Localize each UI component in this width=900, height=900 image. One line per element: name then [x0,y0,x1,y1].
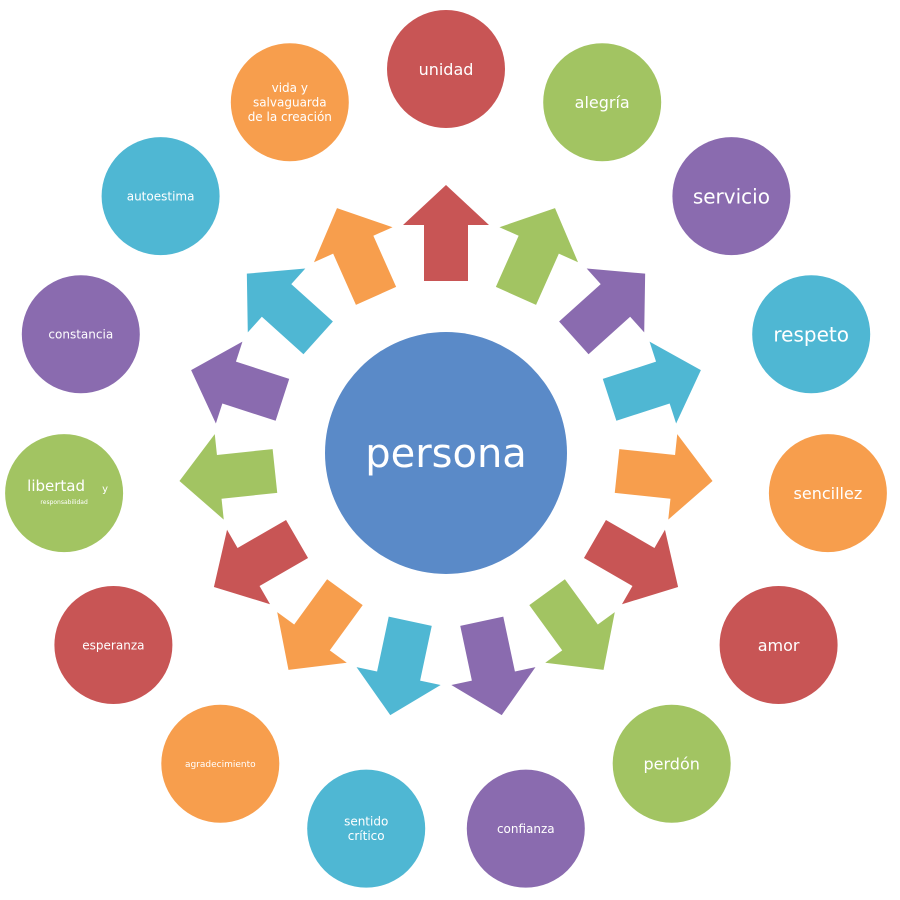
center-label: persona [365,431,527,477]
value-circle [466,769,585,888]
arrow-constancia [191,341,290,424]
arrow-shape [356,616,441,716]
value-node-confianza: confianza [466,769,585,888]
value-label: sentido [344,815,388,829]
value-label: unidad [419,60,474,79]
value-label: sencillez [794,484,863,503]
value-node-esperanza: esperanza [54,586,173,704]
value-circle [21,275,140,394]
arrow-shape [602,341,701,424]
value-label: vida y [272,81,308,95]
value-circle [672,137,791,256]
arrow-shape [559,268,646,355]
value-circle [54,586,173,704]
value-circle [307,769,426,888]
value-circle [543,43,662,162]
value-label: perdón [644,754,700,773]
arrow-shape [246,268,333,355]
center-circle [325,332,567,574]
arrow-alegria [495,208,579,305]
arrow-confianza [451,616,536,716]
value-node-alegria: alegría [543,43,662,162]
arrow-shape [277,579,363,670]
value-label: agradecimiento [185,760,256,770]
arrow-shape [583,519,679,605]
arrow-agradecimiento [277,579,363,670]
value-circle [719,586,838,704]
arrow-sencillez [614,434,713,520]
value-circle [612,704,731,823]
value-circle [230,43,349,162]
value-label: de la creación [248,110,332,124]
value-circle [161,704,280,823]
value-node-perdon: perdón [612,704,731,823]
arrow-shape [403,185,489,281]
arrow-servicio [559,268,646,355]
value-label-secondary: responsabilidad [40,499,88,506]
value-node-servicio: servicio [672,137,791,256]
value-node-constancia: constancia [21,275,140,394]
value-label-conjunction: y [102,484,108,495]
value-node-autoestima: autoestima [101,137,220,256]
arrow-ring [179,185,713,716]
arrow-shape [495,208,579,305]
value-node-sencillez: sencillez [768,434,887,553]
arrow-perdon [529,579,615,670]
arrow-autoestima [246,268,333,355]
value-node-amor: amor [719,586,838,704]
value-circle [101,137,220,256]
arrow-shape [179,434,278,520]
value-label: constancia [48,328,113,342]
value-label: autoestima [127,189,195,203]
value-ring: unidad alegría servicio respeto sencillez amo… [5,10,887,888]
arrow-shape [213,519,309,605]
arrow-shape [313,208,397,305]
value-circle [387,10,505,128]
arrow-shape [191,341,290,424]
arrow-shape [451,616,536,716]
value-circle [5,434,124,553]
arrow-sentido [356,616,441,716]
arrow-esperanza [213,519,309,605]
value-label: amor [758,636,800,655]
value-label: esperanza [82,638,144,652]
value-label: libertad [27,477,85,495]
value-circle [768,434,887,553]
value-node-respeto: respeto [752,275,871,394]
arrow-shape [529,579,615,670]
arrow-respeto [602,341,701,424]
arrow-libertad [179,434,278,520]
value-label: confianza [497,822,555,836]
arrow-shape [614,434,713,520]
value-label: salvaguarda [253,96,327,110]
arrow-unidad [403,185,489,281]
value-label: servicio [693,184,770,208]
value-node-agradecimiento: agradecimiento [161,704,280,823]
value-label: alegría [575,93,630,112]
arrow-amor [583,519,679,605]
value-label: respeto [773,323,849,347]
value-circle [752,275,871,394]
value-node-libertad: libertad y responsabilidad [5,434,124,553]
value-node-unidad: unidad [387,10,505,128]
center-node: persona [325,332,567,574]
arrow-vida-y [313,208,397,305]
value-label: crítico [348,829,385,843]
